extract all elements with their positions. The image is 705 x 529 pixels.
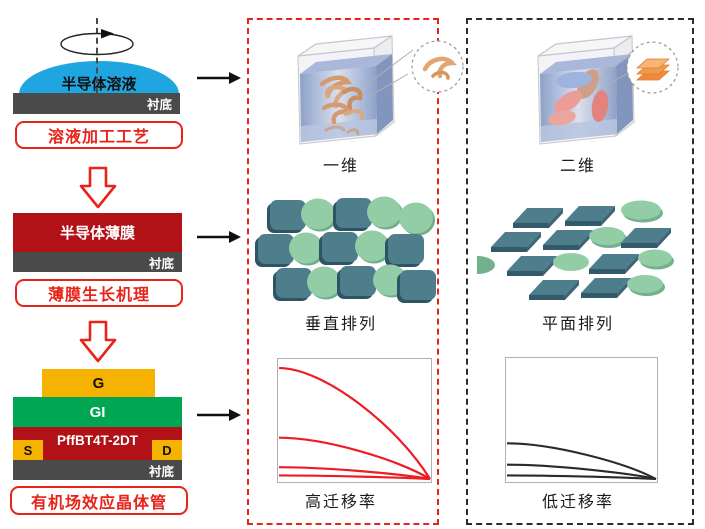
vertical-packing-caption-text: 垂直排列 <box>304 316 377 333</box>
ofet-caption: 有机场效应晶体管 <box>10 486 188 515</box>
planar-packing-caption-text: 平面排列 <box>541 316 614 333</box>
substrate-label-2: 衬底 <box>148 256 174 271</box>
low-mobility-caption: 低迁移率 <box>466 488 690 512</box>
right-arrow-icon-1 <box>197 72 241 84</box>
beaker-1d-solution <box>297 35 395 145</box>
substrate-label-1: 衬底 <box>146 98 172 112</box>
solution-droplet: 半导体溶液 <box>19 61 179 94</box>
film-label: 半导体薄膜 <box>59 225 135 242</box>
low-mobility-chart <box>505 357 658 483</box>
solution-processing-caption: 溶液加工工艺 <box>15 121 183 149</box>
dielectric-label: GI <box>89 403 106 421</box>
two-d-sheet-stack-icon <box>635 58 671 81</box>
two-dimensional-panel <box>466 18 694 525</box>
two-d-caption-text: 二维 <box>559 158 596 175</box>
high-mobility-curves <box>278 366 431 481</box>
two-d-caption: 二维 <box>466 152 690 176</box>
film-growth-caption-text: 薄膜生长机理 <box>47 287 150 304</box>
callout-lines-1d <box>361 49 414 97</box>
low-mobility-caption-text: 低迁移率 <box>541 494 614 511</box>
solution-processing-caption-text: 溶液加工工艺 <box>47 129 150 146</box>
substrate-bar-2: 衬底 <box>13 252 182 272</box>
vertical-packing-graphic <box>255 196 436 303</box>
semiconductor-film-layer: 半导体薄膜 <box>13 213 182 252</box>
vertical-tiles-and-discs <box>255 196 436 303</box>
drain-label: D <box>162 442 172 458</box>
one-d-caption-text: 一维 <box>322 158 359 175</box>
one-d-ribbon-aggregates <box>319 75 365 136</box>
one-d-caption: 一维 <box>247 152 435 176</box>
right-arrow-icon-3 <box>197 409 241 421</box>
two-d-platelet-aggregates <box>548 69 609 126</box>
semiconductor-label: PffBT4T-2DT <box>57 433 138 448</box>
low-mobility-curves <box>506 442 657 481</box>
vertical-packing-caption: 垂直排列 <box>247 310 435 334</box>
source-label: S <box>23 442 33 458</box>
planar-packing-caption: 平面排列 <box>466 310 690 334</box>
gate-label: G <box>92 374 105 392</box>
film-growth-caption: 薄膜生长机理 <box>15 279 183 307</box>
ofet-caption-text: 有机场效应晶体管 <box>30 494 167 512</box>
dielectric-layer: GI <box>13 397 182 427</box>
down-arrow-icon-1 <box>79 166 117 209</box>
beaker-2d-solution <box>537 35 635 145</box>
one-d-ribbon-icon <box>422 56 457 80</box>
zoom-inset-2d <box>626 41 679 94</box>
callout-lines-2d <box>591 49 635 91</box>
rotation-axis-dashed-line <box>96 18 98 113</box>
substrate-label-3: 衬底 <box>148 464 174 479</box>
rotation-arrow-icon <box>60 29 134 56</box>
right-arrow-icon-2 <box>197 231 241 243</box>
down-arrow-icon-2 <box>79 320 117 363</box>
high-mobility-caption-text: 高迁移率 <box>304 494 377 511</box>
gate-layer: G <box>42 369 155 397</box>
substrate-bar-3: 衬底 <box>13 460 182 480</box>
high-mobility-chart <box>277 358 432 483</box>
source-electrode: S <box>13 440 43 460</box>
high-mobility-caption: 高迁移率 <box>247 488 435 512</box>
planar-tiles-and-discs <box>477 200 674 300</box>
zoom-inset-1d <box>411 40 464 93</box>
drain-electrode: D <box>152 440 182 460</box>
solution-label: 半导体溶液 <box>61 76 137 93</box>
one-dimensional-panel <box>247 18 439 525</box>
planar-packing-graphic <box>477 200 674 300</box>
